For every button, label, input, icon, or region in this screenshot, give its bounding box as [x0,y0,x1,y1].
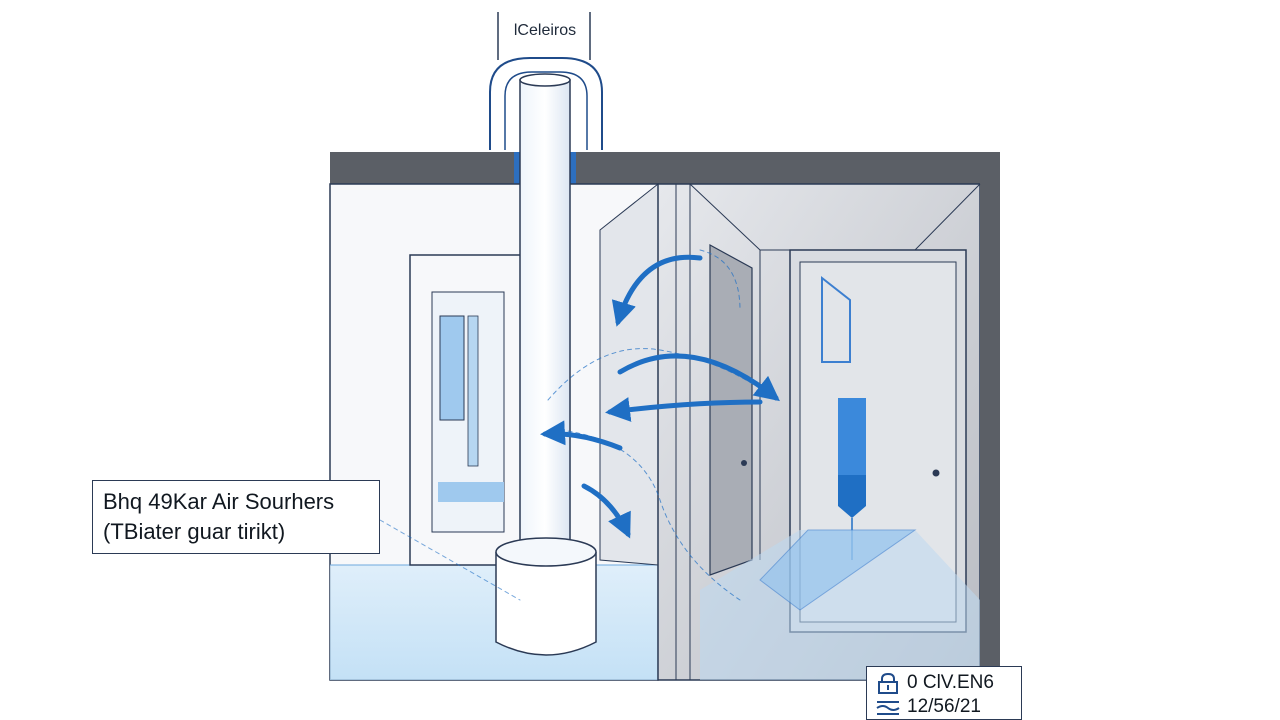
vent-label: lCeleiros [513,22,577,39]
badge-code: 0 ClV.EN6 [907,672,994,693]
badge-number: 12/56/21 [907,696,981,717]
lock-icon [878,672,898,694]
roof-slab [330,152,1000,184]
info-badge: 0 ClV.EN6 12/56/21 [866,666,1022,720]
callout-line-2: (TBiater guar tirikt) [103,519,286,544]
airflow-arrows [379,249,780,601]
left-room [329,182,659,681]
right-room [657,152,1000,681]
chimney-cap [489,12,603,150]
air-source-callout: Bhq 49Kar Air Sourhers (TBiater guar tir… [92,480,380,554]
callout-line-1: Bhq 49Kar Air Sourhers [103,489,335,514]
exhaust-pipe [495,73,597,656]
wave-lines-icon [876,701,900,715]
